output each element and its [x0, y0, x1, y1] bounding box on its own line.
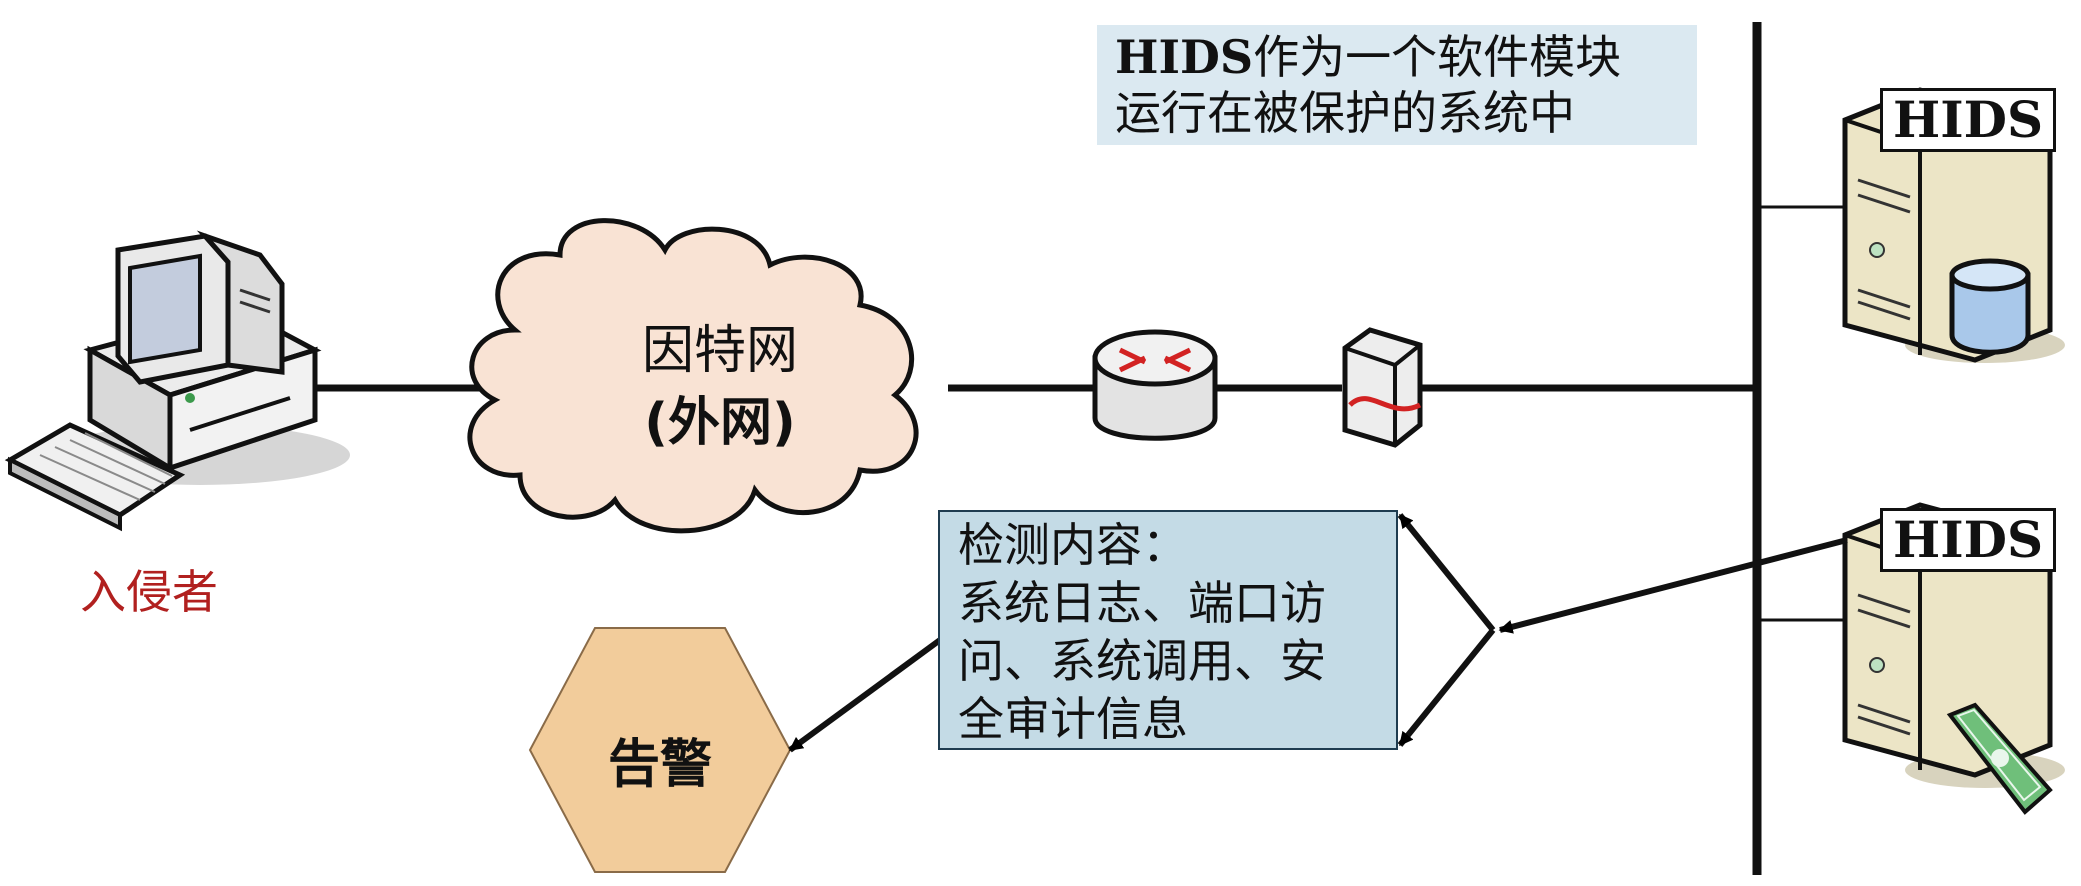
detection-line-3: 问、系统调用、安	[958, 634, 1326, 688]
arrow-junction-to-detect-top	[1397, 513, 1496, 632]
hids-note: HIDS作为一个软件模块 运行在被保护的系统中	[1097, 25, 1697, 145]
hids-note-prefix: HIDS	[1115, 30, 1254, 84]
intruder-label: 入侵者	[80, 565, 218, 619]
alarm-label: 告警	[607, 735, 712, 795]
alarm-hexagon	[528, 627, 792, 873]
internet-label-line-1: 因特网	[641, 321, 798, 381]
detection-line-1: 检测内容：	[958, 518, 1188, 572]
money-icon	[1946, 702, 2053, 815]
hids-tag-server-1: HIDS	[1880, 88, 2057, 152]
hids-note-line-1: HIDS作为一个软件模块	[1115, 29, 1679, 85]
arrow-junction-to-detect-bottom	[1397, 628, 1496, 747]
internet-label: 因特网 (外网)	[560, 315, 880, 459]
detection-content-box: 检测内容： 系统日志、端口访 问、系统调用、安 全审计信息	[938, 510, 1398, 750]
hids-note-line-2: 运行在被保护的系统中	[1115, 86, 1575, 140]
firewall-icon	[1342, 327, 1423, 448]
internet-label-line-2: (外网)	[644, 393, 796, 453]
hids-tag-server-2: HIDS	[1880, 508, 2057, 572]
hids-note-rest: 作为一个软件模块	[1253, 30, 1622, 84]
detection-line-2: 系统日志、端口访	[958, 576, 1326, 630]
arrow-detect-to-alarm	[788, 637, 942, 753]
computer-icon	[4, 230, 350, 532]
detection-line-4: 全审计信息	[958, 692, 1188, 746]
internet-cloud	[467, 218, 919, 534]
arrow-hids-to-junction	[1498, 537, 1848, 634]
database-icon	[1949, 258, 2031, 355]
router-icon	[1092, 329, 1218, 441]
